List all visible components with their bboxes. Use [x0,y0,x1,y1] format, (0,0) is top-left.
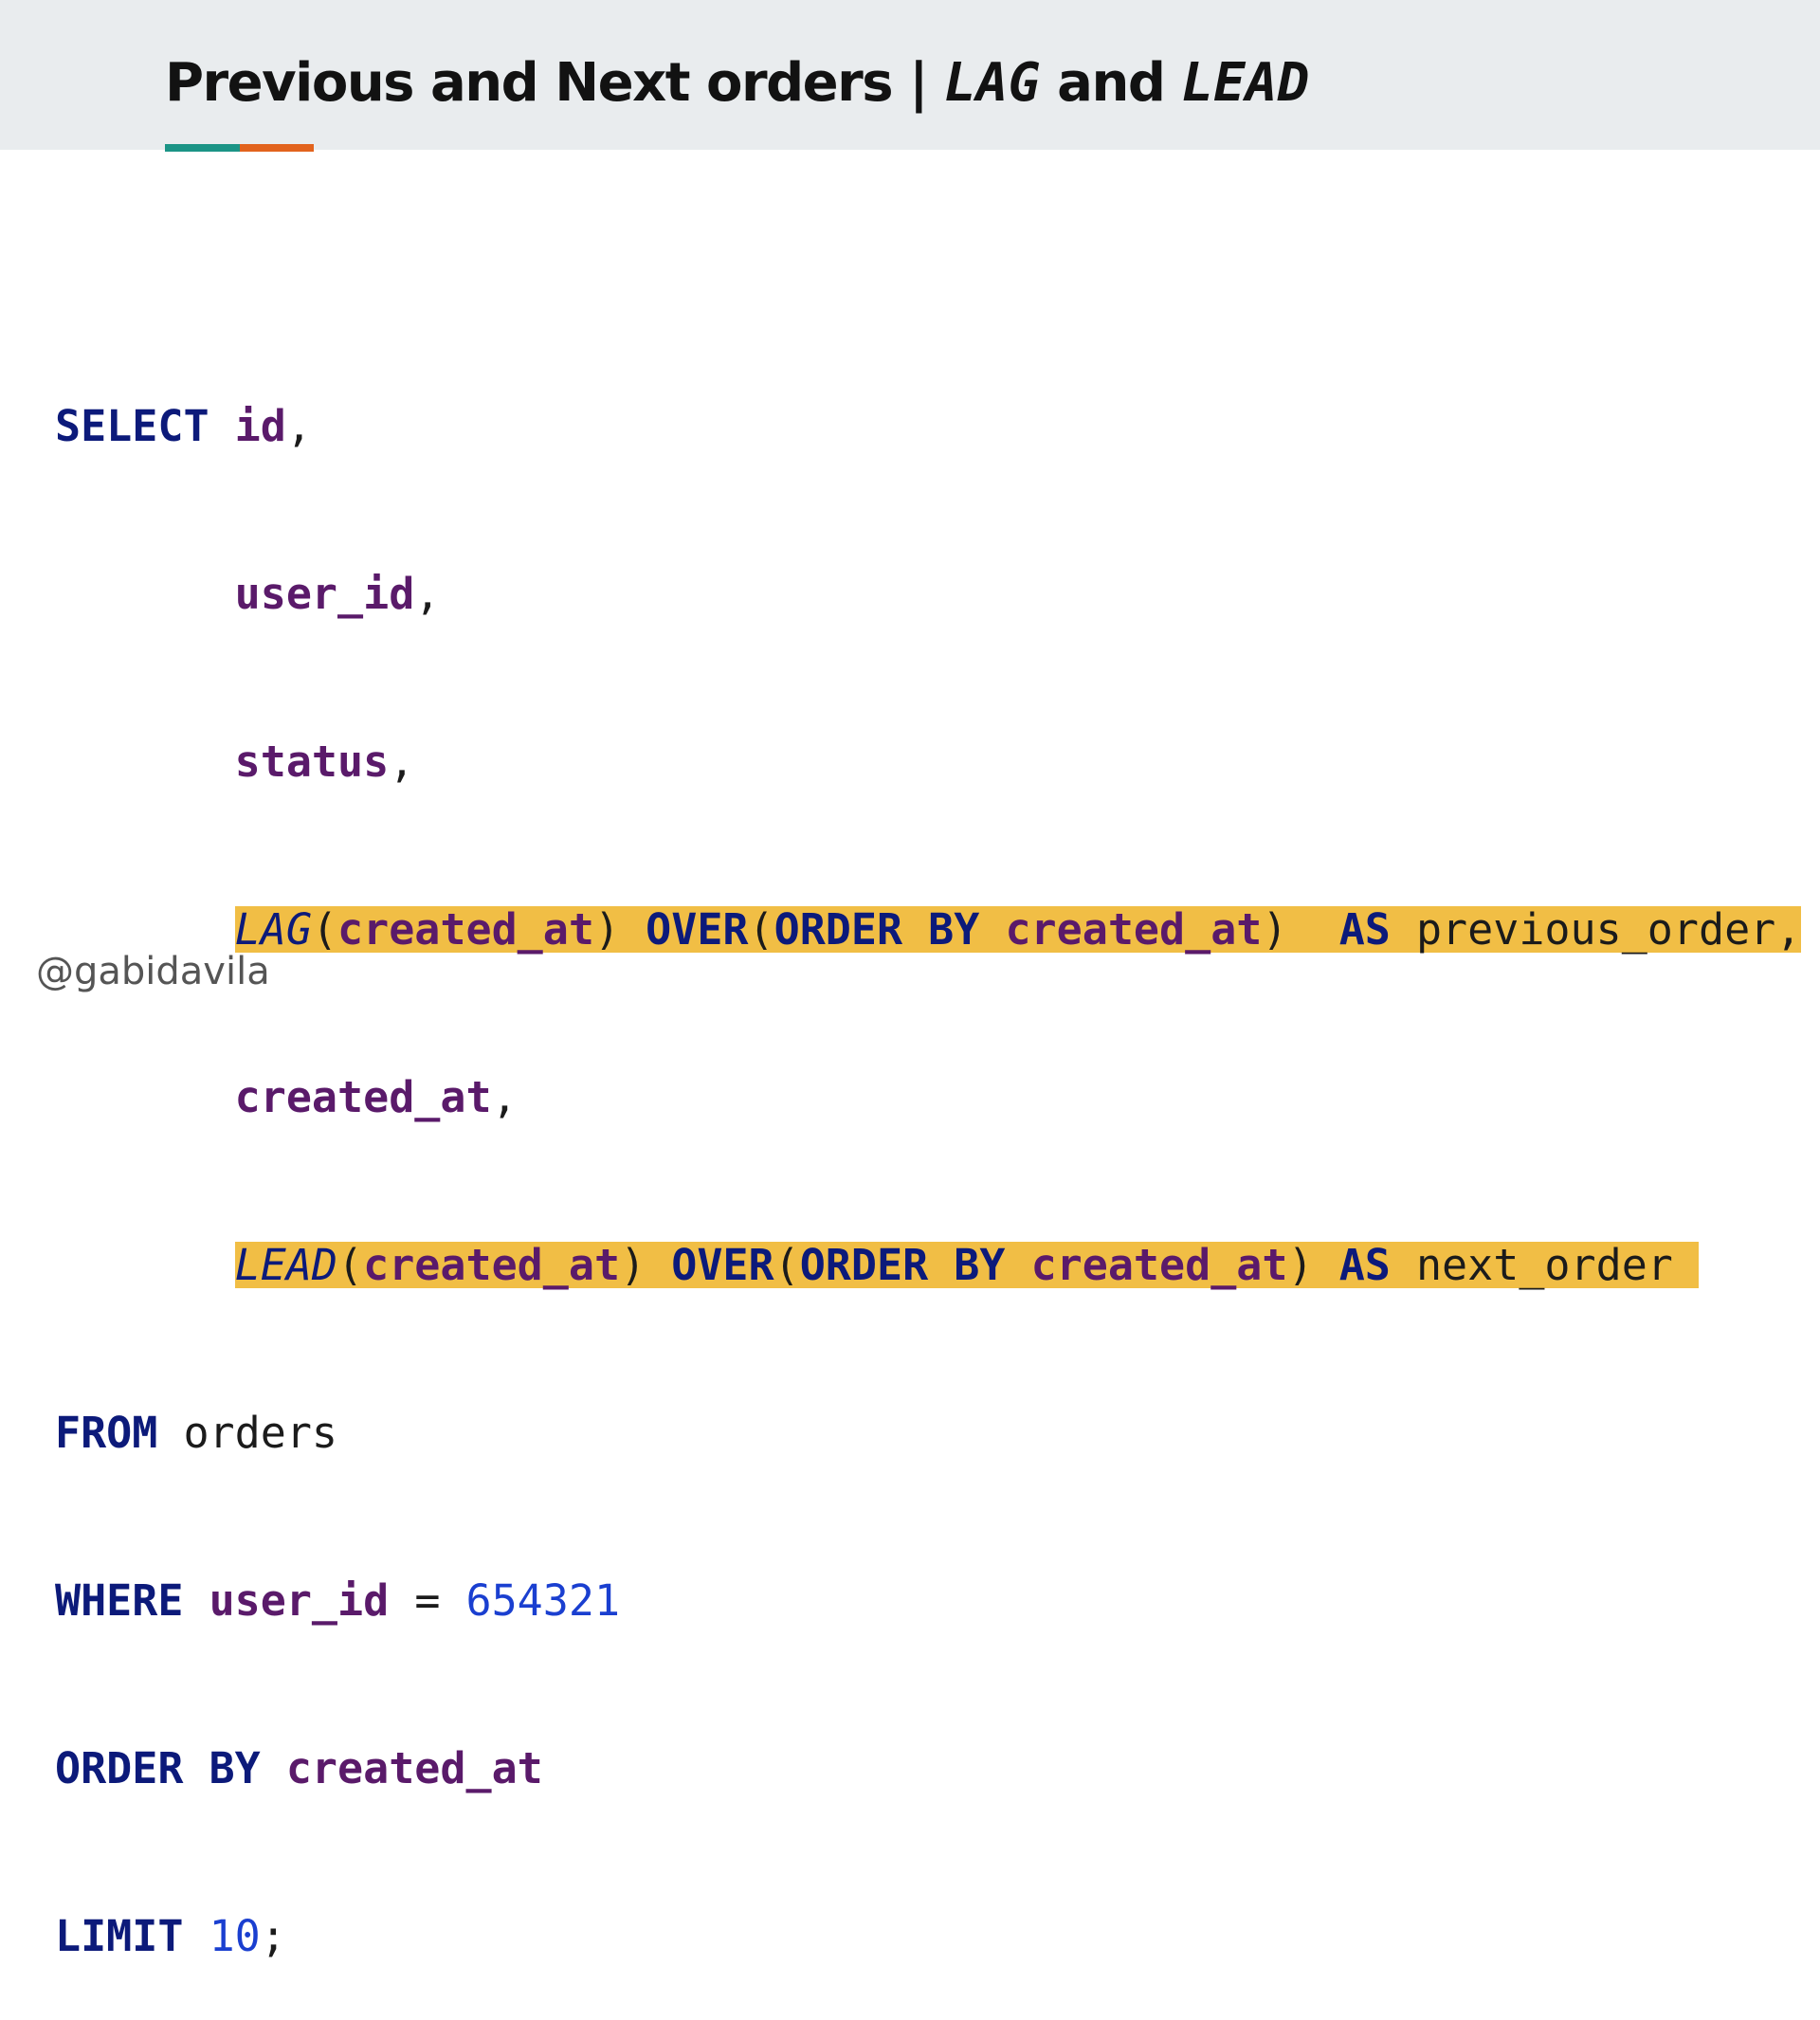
kw-order-by: ORDER BY [55,1743,261,1793]
kw-limit: LIMIT [55,1911,184,1961]
arg-created-at: created_at [1030,1240,1288,1290]
arg-created-at: created_at [337,904,594,955]
arg-created-at: created_at [1005,904,1263,955]
table-orders: orders [183,1408,338,1458]
kw-over: OVER [646,904,749,955]
paren-open: ( [748,904,774,955]
punct-comma: , [414,569,441,619]
sql-code-block: SELECT id, user_id, status, LAG(created_… [55,286,1802,2020]
col-id: id [234,401,286,451]
num-limit: 10 [209,1911,261,1961]
paren-close: ) [1287,1240,1314,1290]
punct-comma: , [285,401,312,451]
kw-order-by: ORDER BY [774,904,980,955]
alias-previous-order: previous_order [1415,904,1776,955]
code-line-created-at: created_at, [55,1069,1801,1125]
kw-over: OVER [671,1240,774,1290]
fn-lead: LEAD [234,1240,338,1290]
accent-bar-orange [240,144,314,152]
paren-close: ) [593,904,621,955]
highlight-lead: LEAD(created_at) OVER(ORDER BY created_a… [234,1240,1699,1290]
header-band [0,0,1820,150]
kw-as: AS [1338,1240,1391,1290]
code-line-status: status, [55,734,1801,790]
punct-comma: , [389,737,415,787]
highlight-lag: LAG(created_at) OVER(ORDER BY created_at… [234,904,1802,955]
title-and: and [1040,52,1182,114]
code-line-order-by: ORDER BY created_at [55,1740,1801,1796]
kw-from: FROM [55,1408,158,1458]
arg-created-at: created_at [363,1240,621,1290]
paren-open: ( [774,1240,800,1290]
code-line-limit: LIMIT 10; [55,1908,1801,1964]
code-line-from: FROM orders [55,1405,1801,1461]
paren-close: ) [620,1240,646,1290]
alias-next-order: next_order [1415,1240,1673,1290]
kw-as: AS [1338,904,1391,955]
code-line-user-id: user_id, [55,566,1801,622]
col-created-at: created_at [234,1072,492,1122]
punct-comma: , [491,1072,518,1122]
kw-where: WHERE [55,1575,184,1626]
code-line-lag: LAG(created_at) OVER(ORDER BY created_at… [55,901,1802,957]
paren-open: ( [337,1240,364,1290]
op-equals: = [414,1575,441,1626]
kw-order-by: ORDER BY [799,1240,1006,1290]
code-line-lead: LEAD(created_at) OVER(ORDER BY created_a… [55,1237,1801,1293]
fn-lag: LAG [234,904,312,955]
slide-title: Previous and Next orders | LAG and LEAD [165,45,1309,121]
paren-close: ) [1262,904,1288,955]
title-lead: LEAD [1181,52,1310,114]
col-created-at: created_at [285,1743,543,1793]
num-user-id: 654321 [465,1575,621,1626]
col-status: status [234,737,390,787]
punct-semicolon: ; [260,1911,286,1961]
code-line-select: SELECT id, [55,398,1801,454]
title-lag: LAG [944,52,1041,114]
title-main: Previous and Next orders | [165,52,945,114]
author-handle: @gabidavila [36,950,270,993]
punct-comma: , [1775,904,1802,955]
col-user-id: user_id [234,569,415,619]
paren-open: ( [311,904,338,955]
col-user-id: user_id [209,1575,390,1626]
kw-select: SELECT [55,401,209,451]
code-line-where: WHERE user_id = 654321 [55,1573,1801,1629]
accent-bar-teal [165,144,240,152]
